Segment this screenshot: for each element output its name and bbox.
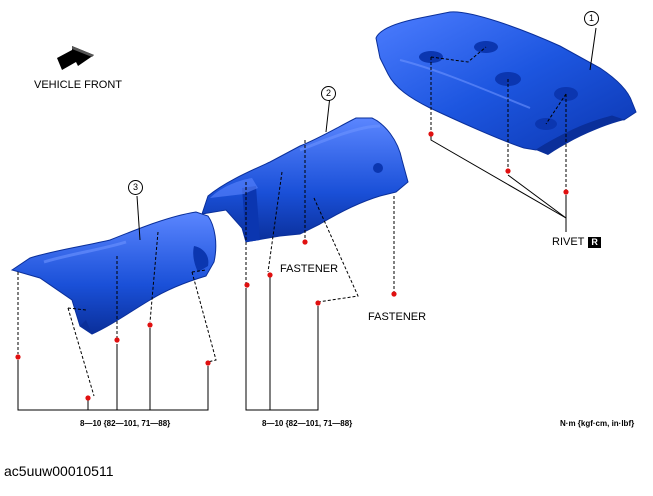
fastener-markers [15, 131, 569, 401]
arrow-front-icon [57, 46, 94, 70]
rivet-symbol-icon: R [588, 237, 601, 248]
fastener-label-1: FASTENER [280, 263, 339, 275]
callout-part-1: 1 [584, 11, 599, 26]
callout-part-2: 2 [321, 86, 336, 101]
heat-insulator-front [10, 211, 217, 335]
callout-part-3: 3 [128, 180, 143, 195]
torque-spec-left: 8—10 {82—101, 71—88} [80, 419, 171, 428]
rivet-text: RIVET [552, 236, 585, 248]
torque-spec-middle: 8—10 {82—101, 71—88} [262, 419, 353, 428]
fastener-label-2: FASTENER [368, 311, 427, 323]
vehicle-front-label: VEHICLE FRONT [34, 79, 123, 91]
leader-lines [17, 27, 597, 411]
figure-id: ac5uuw00010511 [4, 463, 114, 479]
heat-insulator-rear [375, 11, 637, 155]
torque-units: N·m {kgf·cm, in·lbf} [560, 419, 635, 428]
